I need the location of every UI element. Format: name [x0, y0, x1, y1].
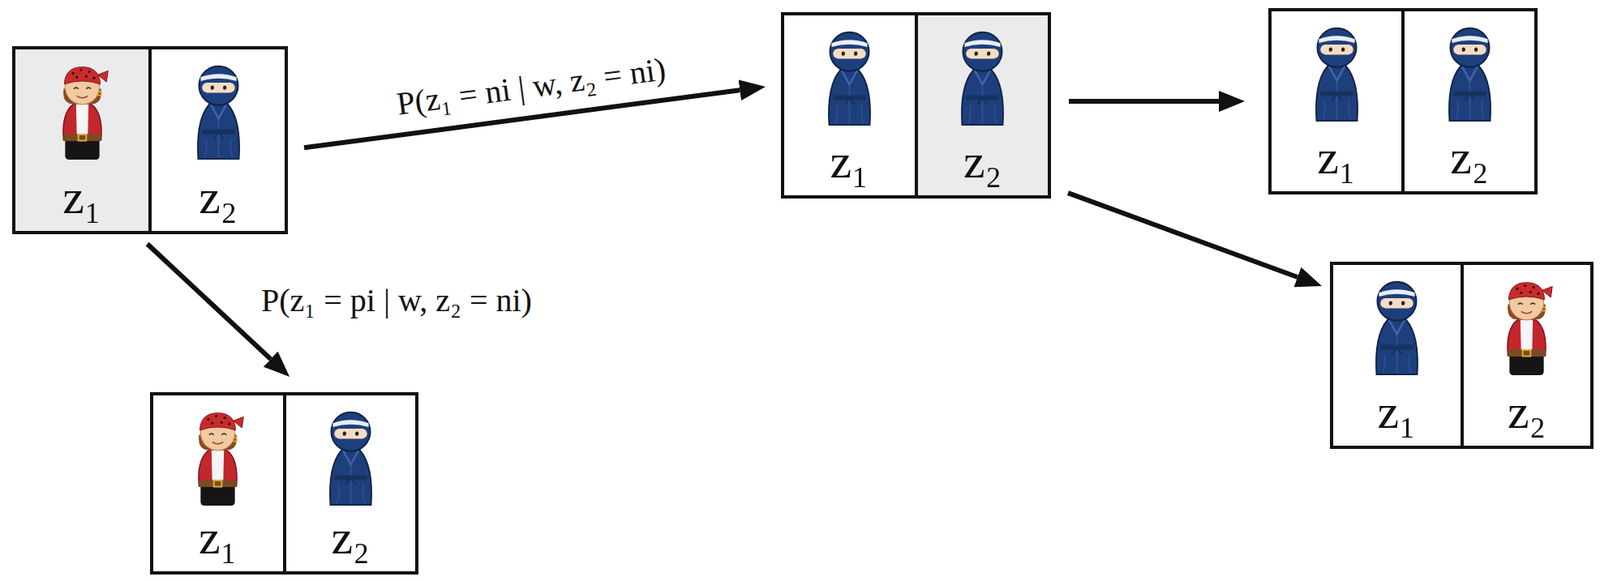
transition-arrow — [1068, 193, 1298, 278]
ninja-figure — [197, 66, 240, 159]
state-box: z₁ z₂ — [150, 392, 419, 575]
ninja-figure — [319, 407, 382, 509]
probability-label: P(z₁ = pi | w, z₂ = ni) — [257, 281, 536, 321]
ninja-figure — [818, 26, 881, 129]
ninja-figure — [1316, 28, 1358, 121]
state-box: z₁ z₂ — [1329, 261, 1594, 450]
ninja-figure — [1376, 282, 1418, 375]
variable-cell: z₁ — [15, 49, 149, 232]
variable-label: z₁ — [62, 172, 102, 222]
ninja-figure — [828, 32, 871, 125]
variable-cell: z₂ — [1460, 265, 1592, 447]
transition-arrow — [147, 244, 271, 360]
variable-label: z₁ — [1316, 132, 1356, 182]
variable-cell: z₁ — [1333, 265, 1461, 447]
transition-arrow — [1068, 98, 1219, 104]
variable-cell: z₂ — [283, 395, 417, 572]
variable-label: z₁ — [829, 137, 869, 186]
state-box: z₁ z₂ — [12, 46, 288, 235]
ninja-figure — [961, 32, 1004, 125]
pirate-figure — [1495, 276, 1558, 378]
ninja-figure — [1438, 22, 1502, 125]
variable-cell: z₂ — [914, 15, 1049, 196]
ninja-figure — [330, 412, 372, 506]
variable-label: z₁ — [198, 513, 238, 562]
variable-label: z₂ — [330, 513, 370, 562]
variable-label: z₂ — [963, 137, 1003, 186]
variable-cell: z₂ — [148, 49, 285, 232]
probability-label: P(z₁ = ni | w, z₂ = ni) — [390, 49, 671, 125]
state-box: z₁ z₂ — [1268, 8, 1538, 195]
variable-label: z₂ — [1449, 132, 1489, 182]
state-box: z₁ z₂ — [780, 12, 1051, 199]
variable-label: z₂ — [1507, 387, 1547, 437]
ninja-figure — [1365, 276, 1429, 378]
variable-cell: z₁ — [784, 15, 915, 196]
pirate-figure — [1507, 283, 1553, 376]
variable-cell: z₁ — [153, 395, 284, 572]
pirate-figure — [51, 60, 114, 163]
ninja-figure — [187, 60, 250, 163]
ninja-figure — [1305, 22, 1369, 125]
pirate-figure — [186, 407, 249, 509]
variable-cell: z₁ — [1271, 11, 1402, 192]
ninja-figure — [1449, 28, 1491, 121]
ninja-figure — [951, 26, 1014, 129]
variable-label: z₂ — [198, 172, 238, 222]
pirate-figure — [62, 67, 108, 160]
variable-label: z₁ — [1376, 387, 1416, 437]
pirate-figure — [198, 413, 244, 507]
variable-cell: z₂ — [1401, 11, 1535, 192]
